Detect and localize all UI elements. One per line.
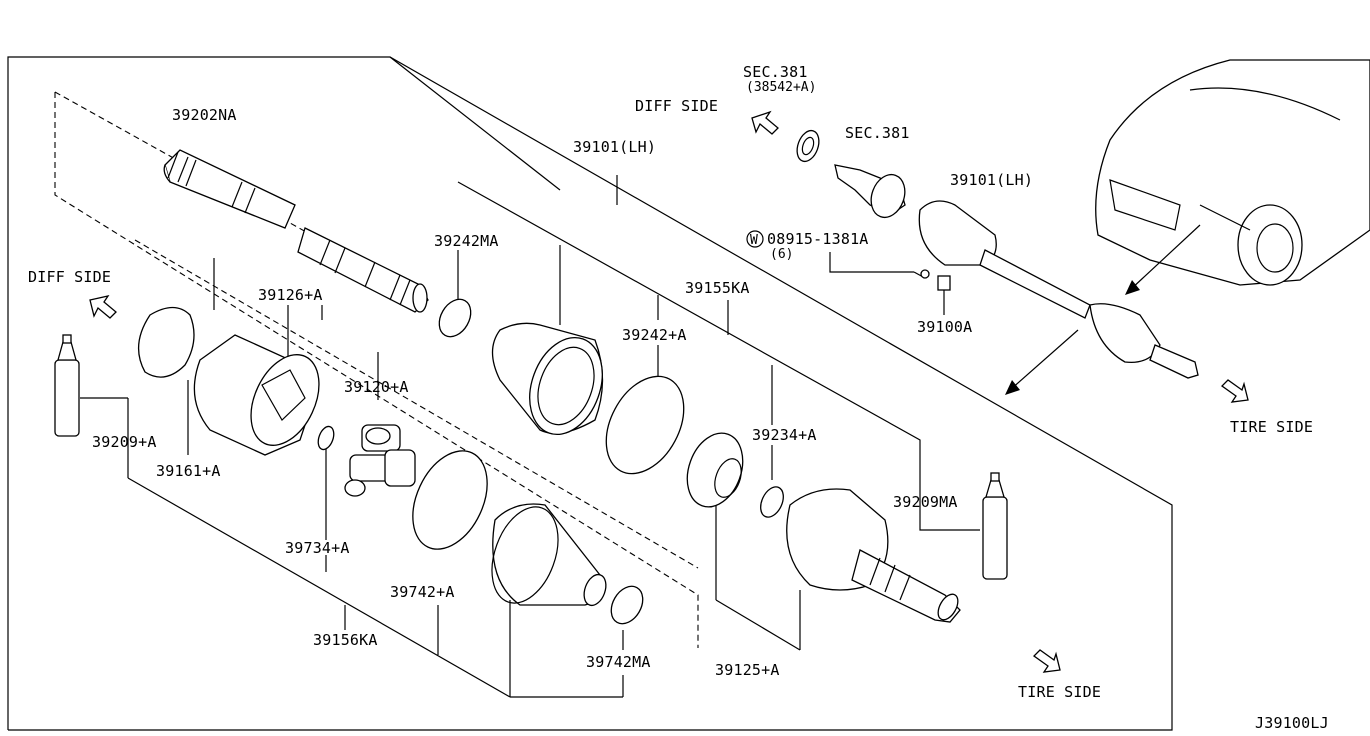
clamp-39242A bbox=[605, 375, 685, 475]
spider-39120A bbox=[344, 424, 416, 497]
label-39242MA: 39242MA bbox=[434, 232, 499, 250]
label-tire-side-bottom: TIRE SIDE bbox=[1018, 683, 1101, 701]
grease-tube-39209MA bbox=[982, 472, 1008, 580]
clamp-39742A bbox=[412, 450, 488, 550]
label-39209A: 39209+A bbox=[92, 433, 157, 451]
outer-joint bbox=[786, 488, 961, 623]
label-39125A: 39125+A bbox=[715, 661, 780, 679]
label-bolt-w: W bbox=[750, 233, 758, 248]
label-39156KA: 39156KA bbox=[313, 631, 378, 649]
label-sec381-b: SEC.381 bbox=[845, 124, 910, 142]
labels: 39202NA 39101(LH) 39242MA 39155KA DIFF S… bbox=[28, 63, 1329, 732]
label-39242A: 39242+A bbox=[622, 326, 687, 344]
label-diff-side-top: DIFF SIDE bbox=[635, 97, 718, 115]
ring-39234A bbox=[760, 486, 784, 518]
label-tire-side-right: TIRE SIDE bbox=[1230, 418, 1313, 436]
housing-39126A bbox=[193, 334, 320, 456]
label-39101LH-frame: 39101(LH) bbox=[573, 138, 656, 156]
inner-joint-dashed-box bbox=[54, 92, 699, 648]
label-bolt-code: 08915-1381A bbox=[767, 230, 869, 248]
leader-lines bbox=[80, 56, 980, 698]
vehicle-sketch bbox=[1095, 59, 1370, 286]
label-sec381-a: SEC.381 bbox=[743, 63, 808, 81]
label-39742MA: 39742MA bbox=[586, 653, 651, 671]
label-sec381-a-sub: (38542+A) bbox=[746, 80, 816, 95]
label-diff-side-left: DIFF SIDE bbox=[28, 268, 111, 286]
plate-39161A bbox=[138, 306, 195, 378]
label-39734A: 39734+A bbox=[285, 539, 350, 557]
label-39155KA: 39155KA bbox=[685, 279, 750, 297]
inset-assembly bbox=[796, 129, 1199, 379]
label-39126A: 39126+A bbox=[258, 286, 323, 304]
label-39100A: 39100A bbox=[917, 318, 972, 336]
snap-ring-39734A bbox=[317, 425, 335, 451]
direction-arrows bbox=[89, 110, 1249, 673]
bolt-leader bbox=[829, 252, 914, 273]
boot-39155KA bbox=[491, 322, 604, 436]
label-diagram-code: J39100LJ bbox=[1255, 714, 1329, 732]
grease-tube-39209A bbox=[54, 334, 80, 437]
diagram-frame bbox=[7, 56, 1173, 731]
shaft-39202NA bbox=[163, 149, 429, 313]
joint-39125A bbox=[686, 432, 744, 508]
label-39209MA: 39209MA bbox=[893, 493, 958, 511]
label-bolt-qty: (6) bbox=[770, 247, 793, 262]
label-39742A: 39742+A bbox=[390, 583, 455, 601]
boot-39156KA bbox=[491, 503, 607, 607]
label-39202NA: 39202NA bbox=[172, 106, 237, 124]
clamp-39742MA bbox=[610, 585, 644, 625]
label-39161A: 39161+A bbox=[156, 462, 221, 480]
label-39120A: 39120+A bbox=[344, 378, 409, 396]
washer-mark-circle bbox=[746, 230, 764, 248]
label-39101LH-inset: 39101(LH) bbox=[950, 171, 1033, 189]
label-39234A: 39234+A bbox=[752, 426, 817, 444]
clamp-39242MA bbox=[438, 298, 472, 338]
